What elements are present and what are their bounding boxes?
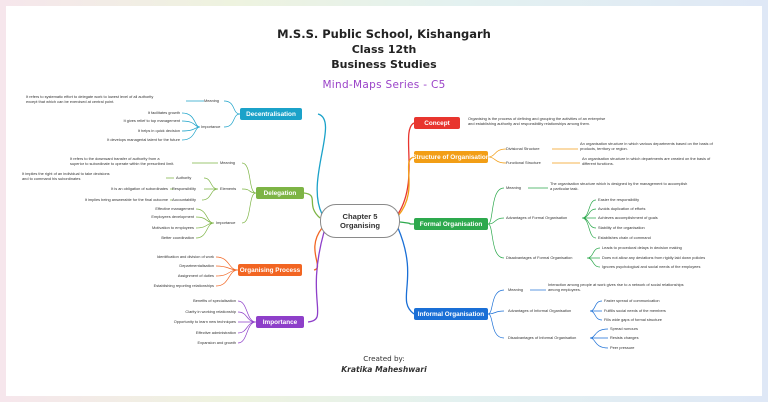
informal-dis-2: Resists changes [610,335,639,340]
center-line2: Organising [339,221,381,230]
line-concept [397,122,415,215]
deleg-meaning-label: Meaning [220,160,235,165]
importance-item-2: Clarity in working relationship [185,309,236,314]
formal-disadvantages-label: Disadvantages of Formal Organisation [506,255,573,260]
line-importance [307,231,325,323]
functional-text: An organisation structure in which depar… [582,156,711,166]
informal-adv-3: Fills wide gaps of formal structure [604,317,662,322]
formal-dis-2: Does not allow any deviations from rigid… [602,255,706,260]
node-informal: Informal Organisation [414,308,488,320]
process-item-3: Assignment of duties [177,273,214,278]
node-structure: Structure of Organisation [412,151,490,163]
class-title: Class 12th [351,43,417,56]
deleg-imp-1: Effective management [155,206,194,211]
deleg-imp-3: Motivation to employees [152,225,194,230]
formal-adv-2: Avoids duplication of efforts [598,206,646,211]
formal-dis-3: Ignores psychological and social needs o… [602,264,701,269]
line-formal [399,221,415,225]
accountability-label: Accountability [172,197,197,202]
node-organising-process: Organising Process [238,264,302,276]
informal-adv-2: Fulfills social needs of the members [604,308,666,313]
informal-dis-1: Spread rumours [610,326,638,331]
concept-text: Organising is the process of defining an… [468,116,606,126]
mind-map-sheet [6,6,762,396]
line-process [313,227,323,271]
deleg-elements-label: Elements [220,186,237,191]
line-informal [397,227,415,315]
formal-adv-5: Establishes chain of command [598,235,651,240]
decent-imp-1: It facilitates growth [147,110,180,115]
informal-meaning-label: Meaning [508,287,523,292]
importance-item-5: Expansion and growth [197,340,237,345]
deleg-importance-label: Importance [216,220,236,225]
process-item-2: Departmentalisation [179,263,214,268]
process-item-4: Establishing reporting relationships [153,283,214,288]
informal-meaning-text: Interaction among people at work gives r… [548,282,684,292]
decent-imp-4: It develops managerial talent for the fu… [107,137,180,142]
line-structure [397,156,415,217]
informal-disadvantages-label: Disadvantages of Informal Organisation [508,335,577,340]
formal-advantages-label: Advantages of Formal Organisation [506,215,568,220]
center-line1: Chapter 5 [342,212,378,221]
authority-label: Authority [176,175,192,180]
decent-imp-3: It helps in quick decision [137,128,180,133]
accountability-text: It implies being answerable for the fina… [84,197,168,202]
subject-title: Business Studies [331,58,437,71]
formal-adv-3: Achieves accomplishment of goals [598,215,658,220]
node-formal: Formal Organisation [414,218,488,230]
responsibility-text: It is an obligation of subordinates [111,186,168,191]
line-delegation [303,192,321,219]
deleg-imp-2: Employees development [151,214,194,219]
deleg-imp-4: Better coordination [161,235,194,240]
school-name: M.S.S. Public School, Kishangarh [277,27,491,41]
node-decentralisation: Decentralisation [240,108,302,120]
formal-adv-1: Easier the responsibility [598,197,640,202]
divisional-text: An organisation structure in which vario… [580,141,713,151]
line-decentralisation [316,113,327,215]
informal-adv-1: Faster spread of communication [604,298,660,303]
importance-item-3: Opportunity to learn new techniques [173,319,236,324]
formal-dis-1: Leads to procedural delays in decision m… [602,245,682,250]
created-by: Created by: [363,354,405,363]
series-title: Mind-Maps Series - C5 [322,79,446,91]
deleg-meaning-text: It refers to the downward transfer of au… [70,156,175,166]
authority-text: It implies the right of an individual to… [22,171,110,181]
decent-meaning-label: Meaning [204,98,219,103]
informal-advantages-label: Advantages of Informal Organisation [508,308,572,313]
decent-importance-label: Importance [201,124,221,129]
formal-adv-4: Stability of the organisation [598,225,645,230]
functional-label: Functional Structure [506,160,541,165]
decent-meaning-text: It refers to systematic effort to delega… [26,94,154,104]
divisional-label: Divisional Structure [506,146,540,151]
formal-meaning-label: Meaning [506,185,521,190]
importance-item-4: Effective administration [195,330,236,335]
importance-item-1: Benefits of specialisation [193,298,236,303]
informal-dis-3: Peer pressure [610,345,635,350]
author-name: Kratika Maheshwari [341,365,427,374]
node-concept: Concept [414,117,460,129]
node-importance: Importance [256,316,304,328]
formal-meaning-text: The organisation structure which is desi… [550,181,688,191]
responsibility-label: Responsibility [172,186,197,191]
center-node: Chapter 5 Organising [320,204,400,238]
process-item-1: Identification and division of work [156,254,214,259]
decent-imp-2: It gives relief to top management [123,118,180,123]
node-delegation: Delegation [256,187,304,199]
